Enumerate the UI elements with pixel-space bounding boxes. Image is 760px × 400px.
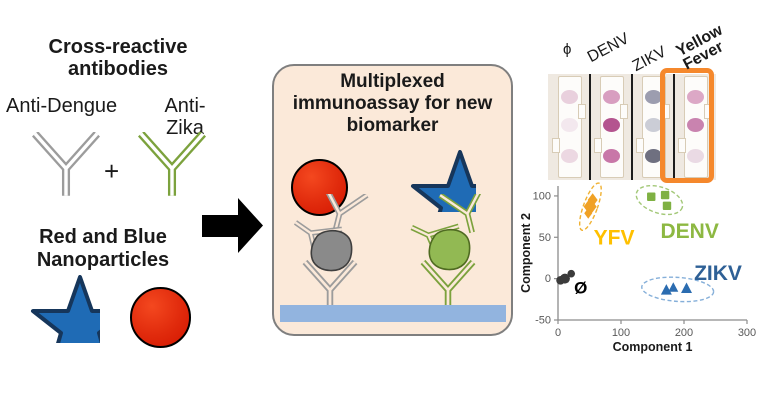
marker-DENV: [662, 201, 672, 211]
svg-text:-50: -50: [535, 315, 551, 327]
strip-tab: [594, 138, 602, 153]
marker-DENV: [647, 192, 656, 201]
complex-gray-holder-svg: [293, 194, 369, 312]
right-arrow-icon: [202, 197, 263, 254]
cluster-label-DENV: DENV: [660, 220, 718, 243]
anti-dengue-label: Anti-Dengue: [6, 95, 118, 117]
strip-spot: [602, 118, 620, 132]
strip-label-yellow-fever: Yellow Fever: [673, 21, 727, 74]
strip-tab: [678, 138, 686, 153]
strip-spot: [686, 149, 704, 163]
svg-text:300: 300: [738, 327, 756, 339]
green-antibody-icon: [132, 132, 212, 204]
strip-label-denv: DENV: [584, 30, 633, 67]
anti-zika-label: Anti- Zika: [148, 95, 222, 140]
svg-text:100: 100: [533, 190, 551, 202]
cross-reactive-antibodies-title: Cross-reactive antibodies: [48, 36, 188, 81]
blue-star-on-complex-icon: [410, 150, 476, 212]
blue-star-small-svg: [411, 150, 476, 212]
strip-spot: [686, 90, 704, 104]
strip-tab: [636, 138, 644, 153]
strip-tab: [620, 104, 628, 119]
yellow-fever-highlight-box: [660, 68, 714, 183]
cluster-label-ZIKV: ZIKV: [694, 262, 742, 285]
green-sandwich-complex-icon: [405, 194, 497, 316]
strip-spot: [560, 118, 578, 132]
strip-spot: [644, 118, 662, 132]
svg-text:100: 100: [612, 327, 630, 339]
strip-tab: [552, 138, 560, 153]
marker-ZIKV: [681, 282, 693, 293]
cluster-ellipse-DENV: [635, 184, 684, 216]
nanoparticles-title: Red and Blue Nanoparticles: [36, 226, 170, 271]
blue-star-nanoparticle-icon: [30, 275, 100, 343]
strip-label-blank: ϕ: [563, 41, 572, 58]
strip-spot: [602, 149, 620, 163]
strip-spot: [644, 90, 662, 104]
anti-zika-line2: Zika: [166, 117, 204, 140]
cluster-ellipse-ZIKV: [641, 276, 715, 303]
cluster-label-YFV: YFV: [594, 227, 635, 250]
gray-antibody-icon: [26, 132, 106, 204]
cluster-ellipse-YFV: [578, 182, 602, 231]
blue-star-svg: [31, 275, 100, 343]
cluster-label-blank: Ø: [574, 279, 587, 298]
strip-spot: [644, 149, 662, 163]
svg-text:50: 50: [539, 232, 551, 244]
marker-blank: [567, 269, 576, 278]
marker-YFV: [584, 207, 593, 219]
x-axis-label: Component 1: [613, 340, 693, 354]
strip-spot: [602, 90, 620, 104]
strip-spot: [686, 118, 704, 132]
marker-DENV: [660, 190, 670, 200]
marker-blank: [559, 273, 570, 284]
anti-zika-line1: Anti-: [164, 95, 206, 117]
y-axis-label: Component 2: [519, 213, 533, 293]
immunoassay-box-title: Multiplexed immunoassay for new biomarke…: [292, 71, 493, 137]
strip-spot: [560, 149, 578, 163]
strip-spot: [560, 90, 578, 104]
gray-sandwich-complex-icon: [288, 194, 380, 316]
svg-text:0: 0: [555, 327, 561, 339]
strip-divider: [630, 74, 634, 180]
svg-text:0: 0: [545, 273, 551, 285]
svg-text:200: 200: [675, 327, 693, 339]
green-antibody-svg: [137, 132, 207, 196]
strip-tab: [578, 104, 586, 119]
plus-sign: +: [104, 156, 120, 186]
test-strip-lane-blank: [548, 74, 590, 180]
complex-green-holder-svg: [410, 194, 486, 312]
strip-divider: [588, 74, 592, 180]
assay-surface: [280, 305, 506, 322]
marker-ZIKV: [660, 284, 672, 295]
gray-antibody-svg: [31, 132, 101, 196]
red-circle-nanoparticle-icon: [130, 287, 191, 348]
marker-ZIKV: [668, 282, 679, 292]
test-strip-lane-DENV: [590, 74, 632, 180]
strip-divider: [672, 74, 676, 180]
